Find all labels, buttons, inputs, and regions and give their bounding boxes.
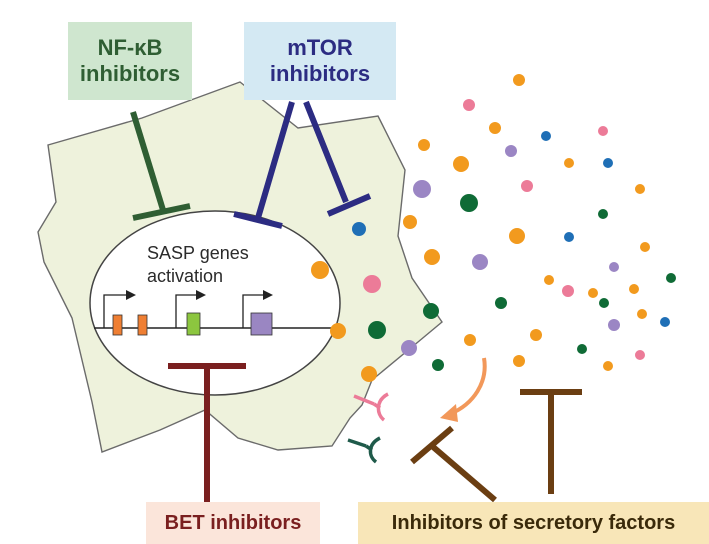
bet-inhibition-bar (168, 363, 246, 502)
promoter-arrow-1 (103, 294, 126, 328)
nucleus (89, 210, 341, 396)
promoter-arrowhead-1 (126, 290, 136, 300)
nfkb-inhibitors-label: NF-κB inhibitors (68, 22, 192, 100)
nucleus-label-line1: SASP genes (147, 243, 249, 263)
promoter-arrow-2 (175, 294, 196, 328)
secretion-arrowhead (440, 404, 458, 422)
gene-orange-2 (137, 314, 148, 336)
promoter-arrow-3 (242, 294, 263, 328)
nfkb-inhibition-bar (130, 111, 191, 221)
promoter-arrowhead-3 (263, 290, 273, 300)
nucleus-label-line2: activation (147, 265, 224, 286)
secretory-inhibition-bars (410, 389, 582, 503)
secreted-factors (311, 74, 676, 382)
gene-green (186, 312, 201, 336)
pink-receptor (353, 392, 389, 422)
gene-orange-1 (112, 314, 123, 336)
mtor-inhibition-bars (233, 100, 372, 229)
bet-inhibitors-label: BET inhibitors (146, 502, 320, 544)
nucleus-label: SASP genes activation (147, 242, 249, 287)
gene-purple (250, 312, 273, 336)
nfkb-label-line2: inhibitors (79, 61, 181, 86)
green-receptor (347, 436, 381, 464)
secretory-inhibitors-label: Inhibitors of secretory factors (358, 502, 709, 544)
mtor-label-line1: mTOR (287, 34, 353, 60)
mtor-inhibitors-label: mTOR inhibitors (244, 22, 396, 100)
nfkb-label-line1: NF-κB (97, 34, 163, 60)
promoter-arrowhead-2 (196, 290, 206, 300)
mtor-label-line2: inhibitors (269, 61, 371, 86)
